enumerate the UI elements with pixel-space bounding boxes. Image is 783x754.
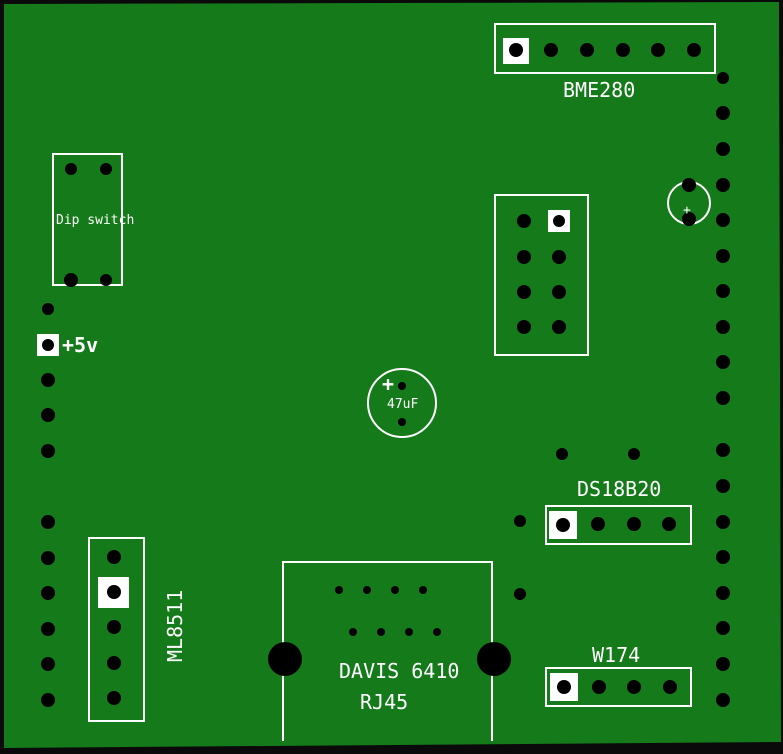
dip-switch-label: Dip switch — [56, 213, 134, 228]
capacitor-47uf — [367, 368, 437, 438]
capacitor-value: 47uF — [387, 397, 418, 412]
w174-header — [514, 588, 692, 707]
small-capacitor — [667, 178, 711, 226]
rj45-connector — [268, 561, 511, 741]
copper-pour — [4, 2, 781, 748]
ds18b20-header — [514, 448, 692, 545]
bme280-header — [494, 23, 716, 74]
ml8511-label: ML8511 — [163, 590, 187, 662]
small-capacitor-plus: + — [683, 203, 691, 218]
ds18b20-label: DS18B20 — [577, 477, 661, 501]
left-pin-column — [37, 303, 59, 707]
ml8511-header — [88, 537, 145, 722]
bme280-label: BME280 — [563, 78, 635, 102]
capacitor-plus: + — [382, 372, 394, 396]
header-2x4 — [494, 194, 589, 356]
plus5v-label: +5v — [62, 333, 98, 357]
davis-label: DAVIS 6410 — [339, 659, 459, 683]
dip-switch — [52, 153, 123, 287]
w174-label: W174 — [592, 643, 640, 667]
rj45-label: RJ45 — [360, 690, 408, 714]
right-pin-column — [716, 72, 730, 707]
